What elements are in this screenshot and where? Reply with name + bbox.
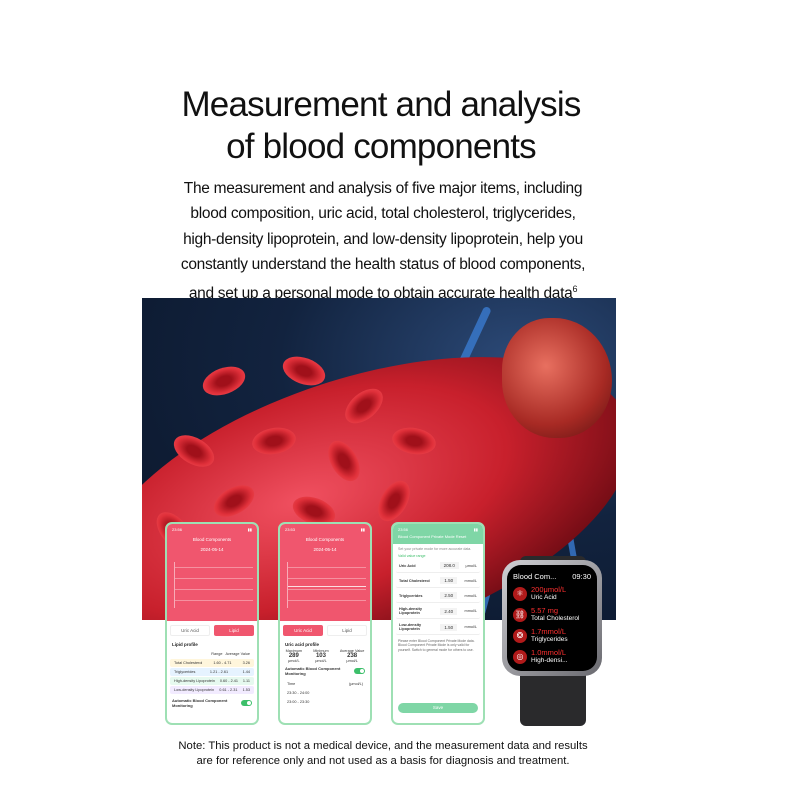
field-unit: μmol/L [465,563,477,568]
description-line: The measurement and analysis of five maj… [183,180,583,197]
field-input[interactable]: 1.50 [440,577,458,584]
headline: Measurement and analysis of blood compon… [0,84,762,168]
tab-lipid[interactable]: Lipid [327,625,367,636]
description-line: high-density lipoprotein, and low-densit… [183,230,583,248]
screen-title: Blood Components [305,537,345,542]
droplet-icon: ❂ [513,629,527,643]
auto-monitoring-toggle[interactable] [241,700,252,706]
private-mode-note: Please enter Blood Component Private Mod… [398,639,475,652]
date-selector[interactable]: 2024-05-14 [200,547,224,552]
status-time: 23:53 [285,527,296,532]
heart-illustration [502,318,612,438]
section-title: Uric acid profile [285,642,320,647]
watch-title: Blood Com... [513,572,557,581]
watch-band-bottom [520,666,586,726]
field-input[interactable]: 2.40 [440,607,458,615]
list-item[interactable]: 23:30 - 24:00 [287,691,310,695]
tab-uric-acid[interactable]: Uric Acid [283,625,323,636]
battery-icon: ▮▮ [473,527,478,532]
cell-icon: ◎ [513,650,527,664]
auto-monitoring-label: Automatic Blood Component Monitoring [172,698,228,708]
description: The measurement and analysis of five maj… [0,176,766,307]
valid-range-label: Valid value range [398,554,426,558]
col-header: Average Value [225,652,250,656]
disclaimer-line: are for reference only and not used as a… [196,754,570,767]
list-item[interactable]: 23:00 - 23:30 [287,700,310,704]
field-unit: mmol/L [464,625,477,629]
watch-time: 09:30 [572,572,591,581]
screen-title: Blood Components [192,537,232,542]
description-line: constantly understand the health status … [180,255,586,273]
chain-icon: ⛓ [513,608,527,622]
field-input[interactable]: 1.50 [440,623,458,631]
footnote-marker: 6 [572,284,578,295]
tab-uric-acid[interactable]: Uric Acid [170,625,210,636]
headline-line: Measurement and analysis [181,85,581,124]
date-selector[interactable]: 2024-05-14 [313,547,337,552]
lipid-chart [174,562,253,608]
col-header: Range [211,652,223,656]
battery-icon: ▮▮ [247,527,252,532]
field-input[interactable]: 208.0 [439,562,459,569]
field-unit: mmol/L [464,609,477,613]
private-mode-field: High-density Lipoprotein 2.40 mmol/L [396,604,480,619]
auto-monitoring-toggle[interactable] [354,668,365,674]
private-mode-field: Total Cholesterol 1.50 mmol/L [396,574,480,588]
phone-lipid-screen: 23:56 ▮▮ Blood Components 2024-05-14 Uric… [165,522,259,725]
field-unit: mmol/L [464,593,477,598]
field-input[interactable]: 2.50 [440,592,458,599]
description-line: blood composition, uric acid, total chol… [190,205,576,223]
time-header: Time [287,682,296,686]
battery-icon: ▮▮ [360,527,365,532]
phone-uric-acid-screen: 23:53 ▮▮ Blood Components 2024-05-14 Uric… [278,522,372,725]
section-title: Lipid profile [172,642,198,647]
field-label: Low-density Lipoprotein [399,623,422,631]
phone-private-mode-screen: 23:56 ▮▮ Blood Component Private Mode Res… [391,522,485,725]
tab-lipid[interactable]: Lipid [214,625,254,636]
status-time: 23:56 [172,527,183,532]
field-label: Total Cholesterol [399,578,430,583]
disclaimer-line: Note: This product is not a medical devi… [178,740,588,752]
private-mode-field: Triglycerides 2.50 mmol/L [396,589,480,603]
private-mode-field: Uric Acid 208.0 μmol/L [396,559,480,573]
field-label: High-density Lipoprotein [399,607,422,615]
unit-header: (μmol/L) [348,682,363,686]
molecule-icon: ⚛ [513,587,527,601]
intro-text: Set your private mode for more accurate … [398,547,472,551]
screen-title: Blood Component Private Mode Reset [398,534,467,539]
field-label: Triglycerides [399,593,423,598]
disclaimer: Note: This product is not a medical devi… [0,739,766,768]
field-label: Uric Acid [399,563,416,568]
headline-line: of blood components [226,127,537,166]
private-mode-field: Low-density Lipoprotein 1.50 mmol/L [396,620,480,635]
field-unit: mmol/L [464,578,477,583]
auto-monitoring-label: Automatic Blood Component Monitoring [285,666,341,676]
status-time: 23:56 [398,527,409,532]
uric-acid-chart [287,562,366,608]
save-button[interactable]: Save [398,703,478,713]
